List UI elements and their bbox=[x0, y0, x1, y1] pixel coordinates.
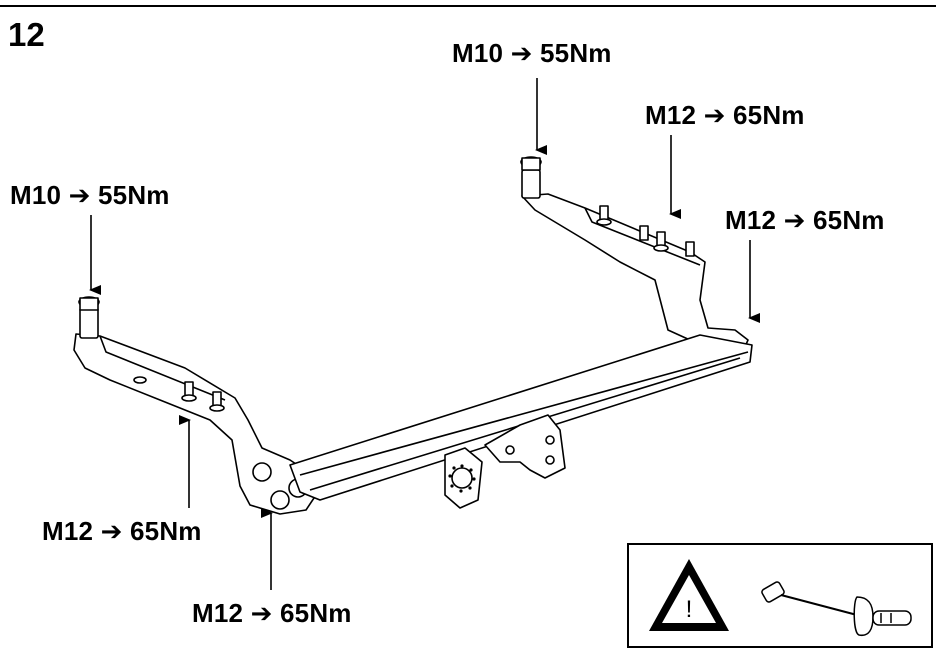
tow-bar-parts bbox=[73, 156, 753, 515]
leader-arrows bbox=[89, 78, 760, 590]
torque-label-bottom-left: M12 ➔ 65Nm bbox=[42, 516, 202, 546]
step-number: 12 bbox=[8, 16, 45, 53]
torque-label-left: M10 ➔ 55Nm bbox=[10, 180, 170, 210]
right-bracket bbox=[521, 193, 749, 361]
left-bracket bbox=[73, 333, 319, 515]
left-bolt bbox=[79, 307, 99, 339]
right-plate-studs bbox=[596, 205, 695, 257]
torque-wrench-icon bbox=[761, 581, 912, 637]
torque-label-top-right: M12 ➔ 65Nm bbox=[645, 100, 805, 130]
torque-label-top-center: M10 ➔ 55Nm bbox=[452, 38, 612, 68]
hitch-mount bbox=[484, 414, 566, 479]
right-bolt bbox=[521, 169, 541, 199]
warning-graphics: ! bbox=[649, 559, 912, 637]
top-divider bbox=[0, 5, 936, 7]
torque-label-bottom: M12 ➔ 65Nm bbox=[192, 598, 352, 628]
socket-holes bbox=[448, 464, 476, 493]
torque-label-right: M12 ➔ 65Nm bbox=[725, 205, 885, 235]
cross-beam bbox=[289, 334, 753, 501]
warning-triangle-icon: ! bbox=[649, 559, 729, 631]
left-plate-studs bbox=[133, 376, 225, 412]
warning-box: ! bbox=[627, 543, 933, 648]
warning-symbol: ! bbox=[686, 596, 693, 623]
